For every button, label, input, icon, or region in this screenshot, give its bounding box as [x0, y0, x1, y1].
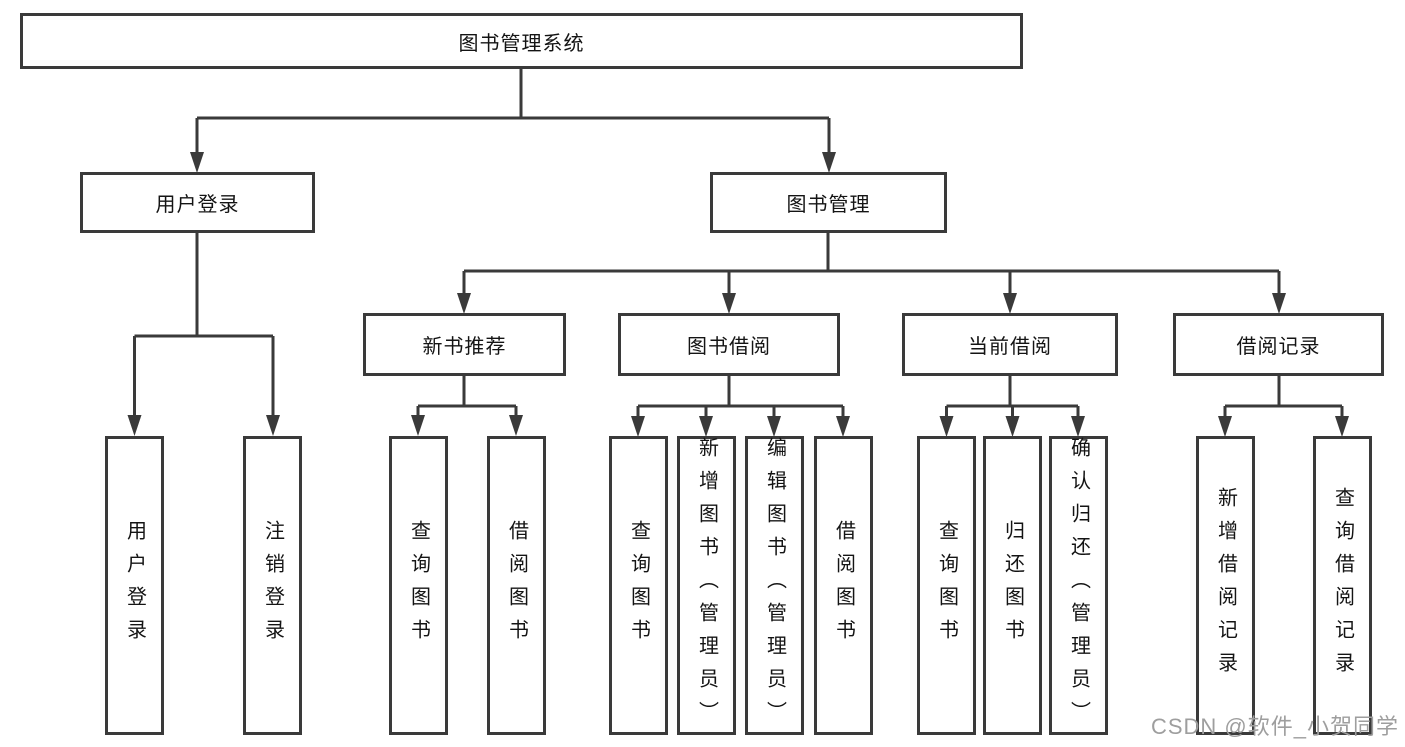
leaf-query-books: 查询图书 — [609, 436, 668, 735]
leaf-user-login: 用户登录 — [105, 436, 164, 735]
leaf-label: 用户登录 — [123, 519, 146, 652]
leaf-return-books: 归还图书 — [983, 436, 1042, 735]
node-label: 用户登录 — [155, 194, 240, 216]
node-book-borrowing: 图书借阅 — [618, 313, 840, 376]
leaf-query-borrow-record: 查询借阅记录 — [1313, 436, 1372, 735]
node-borrowing-records: 借阅记录 — [1173, 313, 1384, 376]
leaf-query-books: 查询图书 — [917, 436, 976, 735]
node-root-system: 图书管理系统 — [20, 13, 1023, 69]
leaf-edit-books-admin: 编辑图书（管理员） — [745, 436, 804, 735]
leaf-query-books: 查询图书 — [389, 436, 448, 735]
leaf-label: 查询图书 — [627, 519, 650, 652]
arrowheads — [127, 152, 1349, 437]
node-label: 图书管理系统 — [458, 32, 585, 55]
leaf-borrow-books: 借阅图书 — [487, 436, 546, 735]
leaf-label: 查询图书 — [935, 519, 958, 652]
node-current-borrowing: 当前借阅 — [902, 313, 1118, 376]
node-book-management: 图书管理 — [710, 172, 947, 233]
leaf-label: 确认归还（管理员） — [1067, 437, 1090, 734]
node-new-book-recommend: 新书推荐 — [363, 313, 566, 376]
leaf-label: 注销登录 — [261, 519, 284, 652]
leaf-label: 新增图书（管理员） — [695, 437, 718, 734]
node-label: 新书推荐 — [422, 336, 507, 358]
csdn-watermark: CSDN @软件_小贺同学 — [1150, 714, 1399, 739]
node-label: 图书借阅 — [687, 336, 771, 358]
leaf-label: 归还图书 — [1001, 519, 1024, 652]
leaf-label: 查询借阅记录 — [1331, 486, 1354, 685]
leaf-borrow-books: 借阅图书 — [814, 436, 873, 735]
node-label: 当前借阅 — [968, 336, 1052, 358]
node-label: 图书管理 — [786, 194, 871, 216]
leaf-add-borrow-record: 新增借阅记录 — [1196, 436, 1255, 735]
node-label: 借阅记录 — [1236, 336, 1321, 358]
leaf-add-books-admin: 新增图书（管理员） — [677, 436, 736, 735]
leaf-label: 新增借阅记录 — [1214, 486, 1237, 685]
leaf-confirm-return-admin: 确认归还（管理员） — [1049, 436, 1108, 735]
leaf-label: 借阅图书 — [832, 519, 855, 652]
leaf-label: 借阅图书 — [505, 519, 528, 652]
leaf-label: 查询图书 — [407, 519, 430, 652]
leaf-logout: 注销登录 — [243, 436, 302, 735]
node-user-login: 用户登录 — [80, 172, 315, 233]
leaf-label: 编辑图书（管理员） — [763, 437, 786, 734]
